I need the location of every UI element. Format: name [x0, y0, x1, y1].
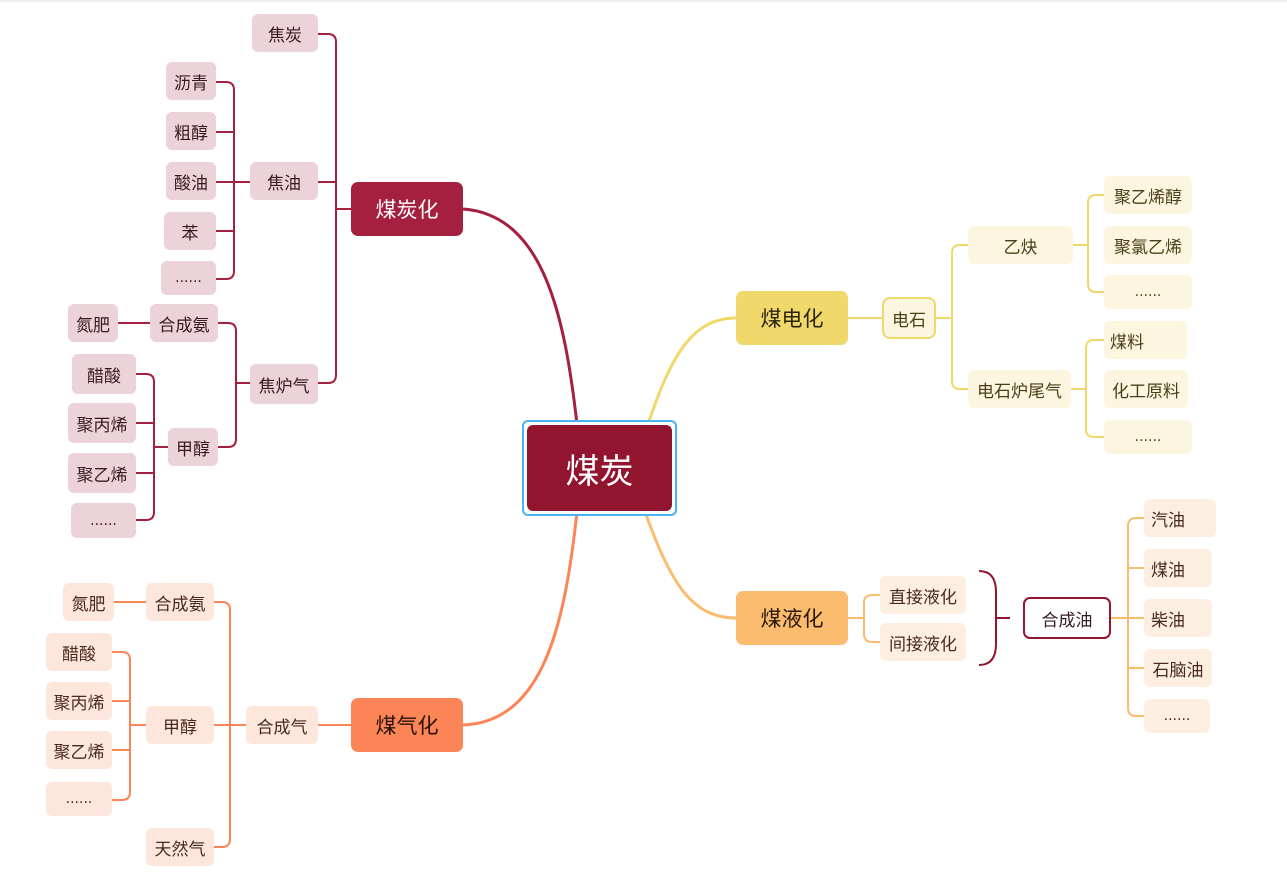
node-oven-gas[interactable]: 焦炉气 — [250, 364, 318, 404]
node-coke-label: 焦炭 — [268, 25, 302, 46]
node-methanol-item[interactable]: ...... — [71, 503, 136, 538]
node-methanol-item[interactable]: 醋酸 — [72, 354, 136, 394]
node-methanol-item[interactable]: ...... — [46, 782, 112, 816]
node-methanol[interactable]: 甲醇 — [146, 706, 214, 744]
node-methanol-item-label: ...... — [65, 791, 93, 807]
root-label: 煤炭 — [565, 451, 634, 492]
node-tar-label: 焦油 — [267, 173, 301, 194]
node-oil-item-label: 石脑油 — [1152, 660, 1204, 681]
node-oil-item[interactable]: 柴油 — [1144, 599, 1212, 637]
node-acetylene-item-label: 聚乙烯醇 — [1114, 187, 1182, 208]
node-ammonia-label: 合成氨 — [154, 594, 206, 615]
node-acetylene-item-label: 聚氯乙烯 — [1114, 237, 1182, 258]
node-indirect-liquefaction[interactable]: 间接液化 — [880, 623, 966, 661]
node-tail-gas-label: 电石炉尾气 — [977, 381, 1062, 402]
node-oil-item[interactable]: ...... — [1144, 699, 1210, 733]
node-acetylene-label: 乙炔 — [1003, 237, 1038, 258]
node-methanol-item-label: 醋酸 — [62, 644, 96, 665]
node-ammonia-label: 合成氨 — [158, 315, 210, 336]
node-tail-gas-item[interactable]: 化工原料 — [1104, 370, 1188, 408]
node-oil-item-label: 汽油 — [1151, 510, 1185, 531]
node-syngas[interactable]: 合成气 — [246, 706, 318, 744]
node-tail-gas-item-label: 煤料 — [1110, 332, 1144, 353]
node-methanol-item[interactable]: 聚乙烯 — [46, 731, 112, 769]
node-methanol[interactable]: 甲醇 — [168, 428, 218, 466]
node-acetylene-item-label: ...... — [1134, 284, 1162, 300]
node-ammonia[interactable]: 合成氨 — [150, 304, 218, 342]
node-natural-gas-label: 天然气 — [154, 839, 206, 860]
node-methanol-item[interactable]: 醋酸 — [46, 633, 112, 671]
node-methanol-item-label: 聚乙烯 — [53, 742, 105, 763]
node-ammonia-item-label: 氮肥 — [76, 315, 110, 336]
node-methanol-item[interactable]: 聚乙烯 — [68, 453, 136, 493]
node-oil-item[interactable]: 石脑油 — [1144, 649, 1212, 687]
node-methanol-item-label: 聚丙烯 — [76, 415, 128, 436]
node-tar-item-label: 粗醇 — [174, 123, 208, 144]
node-carbide-label: 电石 — [892, 310, 926, 331]
main-line-carbonization — [462, 207, 579, 425]
node-ammonia-item[interactable]: 氮肥 — [63, 583, 114, 621]
node-direct-liquefaction-label: 直接液化 — [889, 587, 957, 608]
node-oil-item-label: 柴油 — [1151, 610, 1185, 631]
node-acetylene-item[interactable]: ...... — [1104, 275, 1192, 309]
node-oil-item-label: ...... — [1163, 708, 1191, 724]
node-methanol-item-label: ...... — [90, 512, 117, 529]
branch-electrification[interactable]: 煤电化 — [736, 291, 848, 345]
node-natural-gas[interactable]: 天然气 — [146, 828, 214, 866]
node-methanol-item-label: 醋酸 — [87, 366, 121, 387]
main-line-gasification — [462, 511, 579, 727]
branch-gasification[interactable]: 煤气化 — [351, 698, 463, 752]
node-ammonia[interactable]: 合成氨 — [146, 583, 214, 621]
node-tar-item-label: 沥青 — [174, 73, 208, 94]
node-tail-gas[interactable]: 电石炉尾气 — [968, 370, 1071, 408]
node-tar[interactable]: 焦油 — [250, 162, 318, 200]
node-oil-item-label: 煤油 — [1151, 560, 1185, 581]
node-ammonia-item-label: 氮肥 — [71, 594, 106, 615]
node-methanol-item-label: 聚丙烯 — [53, 693, 105, 714]
node-oil-item[interactable]: 汽油 — [1144, 499, 1216, 537]
node-methanol-label: 甲醇 — [163, 717, 197, 738]
branch-liquefaction-label: 煤液化 — [760, 607, 824, 631]
node-indirect-liquefaction-label: 间接液化 — [889, 634, 957, 655]
main-line-electrification — [646, 316, 737, 425]
node-methanol-item[interactable]: 聚丙烯 — [46, 682, 112, 720]
main-line-liquefaction — [643, 511, 737, 620]
branch-carbonization[interactable]: 煤炭化 — [351, 182, 463, 236]
node-synthetic-oil[interactable]: 合成油 — [1023, 597, 1111, 639]
node-methanol-item-label: 聚乙烯 — [76, 465, 128, 486]
node-methanol-item[interactable]: 聚丙烯 — [68, 403, 136, 443]
node-tar-item-label: 酸油 — [174, 173, 208, 194]
node-tar-item[interactable]: 沥青 — [166, 62, 216, 100]
node-tail-gas-item[interactable]: ...... — [1104, 420, 1192, 454]
node-carbide[interactable]: 电石 — [882, 297, 936, 339]
node-tail-gas-item[interactable]: 煤料 — [1104, 321, 1187, 359]
node-direct-liquefaction[interactable]: 直接液化 — [880, 576, 966, 614]
node-acetylene-item[interactable]: 聚氯乙烯 — [1104, 226, 1192, 264]
top-border — [0, 0, 1287, 2]
node-tar-item[interactable]: 苯 — [164, 212, 216, 250]
node-acetylene[interactable]: 乙炔 — [968, 226, 1073, 264]
node-tar-item[interactable]: 酸油 — [166, 162, 216, 200]
branch-carbonization-label: 煤炭化 — [375, 198, 439, 222]
node-synthetic-oil-label: 合成油 — [1041, 610, 1093, 631]
branch-liquefaction[interactable]: 煤液化 — [736, 591, 848, 645]
node-ammonia-item[interactable]: 氮肥 — [68, 304, 118, 342]
node-acetylene-item[interactable]: 聚乙烯醇 — [1104, 176, 1192, 214]
node-tar-item-label: 苯 — [181, 223, 199, 244]
node-methanol-label: 甲醇 — [176, 439, 210, 460]
branch-gasification-label: 煤气化 — [375, 714, 439, 738]
node-tar-item[interactable]: ...... — [161, 261, 216, 295]
node-tail-gas-item-label: ...... — [1134, 429, 1162, 445]
root-node[interactable]: 煤炭 — [527, 425, 672, 511]
node-oven-gas-label: 焦炉气 — [258, 376, 310, 397]
node-tar-item[interactable]: 粗醇 — [166, 112, 216, 150]
branch-electrification-label: 煤电化 — [760, 307, 824, 331]
node-tar-item-label: ...... — [175, 270, 202, 286]
node-tail-gas-item-label: 化工原料 — [1112, 381, 1180, 402]
node-coke[interactable]: 焦炭 — [252, 14, 318, 52]
node-syngas-label: 合成气 — [256, 717, 308, 738]
node-oil-item[interactable]: 煤油 — [1144, 549, 1212, 587]
